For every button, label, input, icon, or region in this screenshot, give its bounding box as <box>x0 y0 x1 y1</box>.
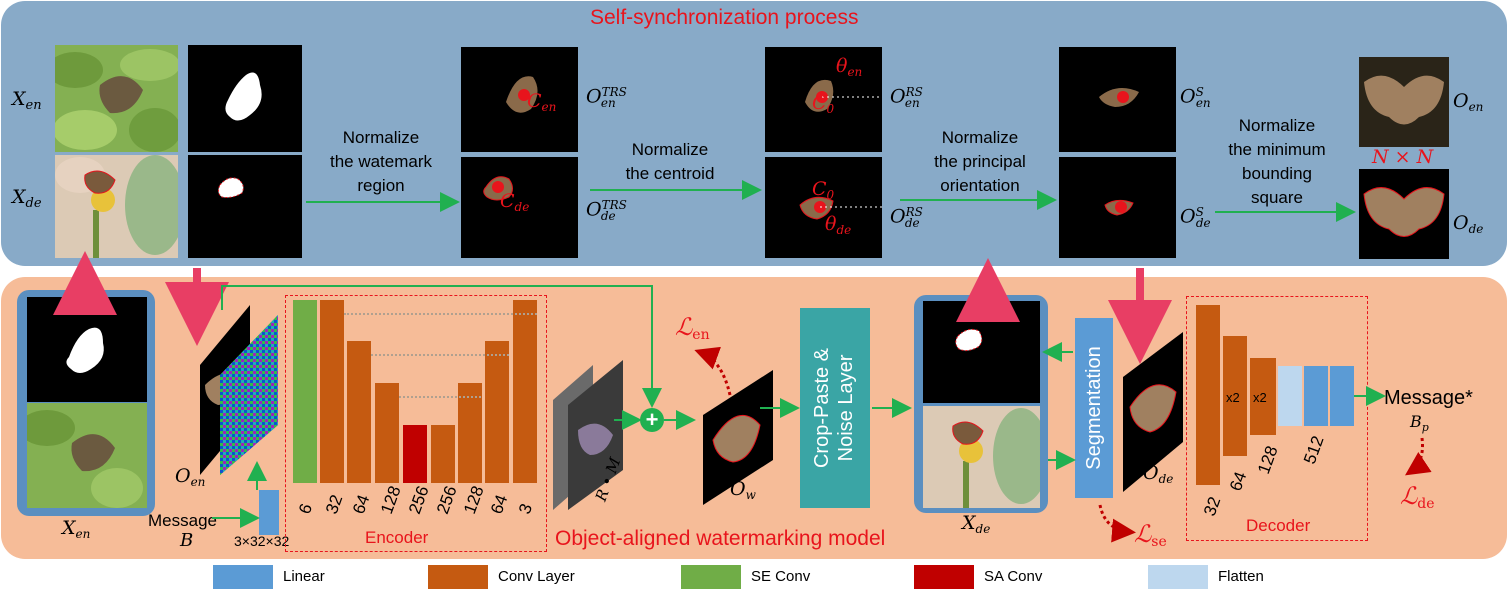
encoder-layer-2 <box>347 341 371 483</box>
encoder-layer-8 <box>513 300 537 483</box>
segmentation-block <box>1075 318 1113 498</box>
o-trs-en-image <box>461 47 578 152</box>
loss-de-label: ℒde <box>1400 482 1435 513</box>
watermark-model-title: Object-aligned watermarking model <box>555 527 886 550</box>
o-en-input-stack <box>190 305 290 475</box>
encoder-layer-7 <box>485 341 509 483</box>
legend-swatch-2 <box>681 565 741 589</box>
loss-en-label: ℒen <box>675 313 710 344</box>
encoder-layer-3 <box>375 383 399 483</box>
o-trs-de-label: OTRSde <box>586 198 627 223</box>
x-de-image <box>55 155 178 258</box>
bottom-x-de-label: Xde <box>962 512 991 537</box>
o-trs-de-image <box>461 157 578 258</box>
encoder-box <box>285 295 547 552</box>
crop-paste-noise-layer <box>800 308 870 508</box>
message-label: Message <box>148 511 217 530</box>
message-out-label: Message* <box>1384 387 1473 409</box>
legend-label-0: Linear <box>283 568 325 585</box>
decoder-x2-a: x2 <box>1226 390 1240 405</box>
legend-swatch-1 <box>428 565 488 589</box>
o-de-label: Ode <box>1453 212 1484 237</box>
c-de-label: Cde <box>500 190 530 215</box>
phi-de-label: θde <box>825 213 852 238</box>
c0-de-label: C0 <box>812 178 835 203</box>
legend-swatch-3 <box>914 565 974 589</box>
o-w-image <box>698 370 778 505</box>
encoder-layer-5 <box>431 425 455 483</box>
decoder-linear-512 <box>1304 366 1328 426</box>
decoder-box <box>1186 296 1368 541</box>
o-rs-de-image <box>765 157 882 258</box>
add-icon: + <box>640 408 664 432</box>
legend-label-4: Flatten <box>1218 568 1264 585</box>
loss-se-label: ℒse <box>1134 520 1167 551</box>
legend-label-3: SA Conv <box>984 568 1043 585</box>
flower-photo <box>55 155 178 258</box>
encoder-layer-1 <box>320 300 344 483</box>
decoder-label: Decoder <box>1246 516 1311 535</box>
legend-label-2: SE Conv <box>751 568 811 585</box>
x-de-flower-image <box>923 406 1049 508</box>
message-size-label: 3×32×32 <box>234 533 290 549</box>
decoder-linear-out <box>1330 366 1354 426</box>
c0-en-label: C0 <box>812 92 835 117</box>
message-symbol: B <box>180 530 194 551</box>
o-s-de-label: OSde <box>1180 205 1211 230</box>
decoder-conv-64 <box>1223 336 1247 456</box>
x-en-label: Xen <box>12 88 42 114</box>
o-en-label: Oen <box>1453 90 1484 115</box>
x-de-label: Xde <box>12 186 42 212</box>
x-en-leaf-image <box>19 403 147 508</box>
decoder-conv-32 <box>1196 305 1220 485</box>
x-en-image <box>55 45 178 152</box>
o-s-en-label: OSen <box>1180 85 1211 110</box>
skip-connection-1 <box>371 354 509 356</box>
o-s-en-image <box>1059 47 1176 152</box>
encoder-layer-6 <box>458 383 482 483</box>
o-en-image <box>1359 57 1449 147</box>
message-out-symbol: Bp <box>1410 412 1429 435</box>
self-sync-title: Self-synchronization process <box>590 6 859 29</box>
decoder-flatten <box>1278 366 1302 426</box>
encoder-label: Encoder <box>365 528 429 547</box>
o-s-de-image <box>1059 157 1176 258</box>
r-m-stack <box>548 360 638 510</box>
c-en-label: Cen <box>527 90 557 115</box>
bottom-o-en-label: Oen <box>175 465 206 490</box>
skip-connection-2 <box>399 396 481 398</box>
n-by-n-label: N × N <box>1372 146 1434 168</box>
bottom-x-en-label: Xen <box>62 517 91 542</box>
o-rs-en-label: ORSen <box>890 85 923 110</box>
decoder-conv-128 <box>1250 358 1276 435</box>
o-de-image <box>1359 169 1449 259</box>
mask-en-image <box>188 45 302 152</box>
o-w-label: Ow <box>730 478 756 503</box>
o-rs-de-label: ORSde <box>890 205 923 230</box>
legend-swatch-4 <box>1148 565 1208 589</box>
decoder-x2-b: x2 <box>1253 390 1267 405</box>
leaf-texture <box>55 45 178 152</box>
o-de-image-bottom <box>1118 332 1188 492</box>
skip-connection-0 <box>344 313 537 315</box>
legend-label-1: Conv Layer <box>498 568 575 585</box>
mask-de-image <box>188 155 302 258</box>
encoder-layer-0 <box>293 300 317 483</box>
encoder-layer-4 <box>403 425 427 483</box>
o-trs-en-label: OTRSen <box>586 85 627 110</box>
message-linear-block <box>259 490 279 535</box>
bottom-o-de-label: Ode <box>1143 462 1174 487</box>
phi-en-label: θen <box>836 55 863 80</box>
o-rs-en-image <box>765 47 882 152</box>
legend-swatch-0 <box>213 565 273 589</box>
